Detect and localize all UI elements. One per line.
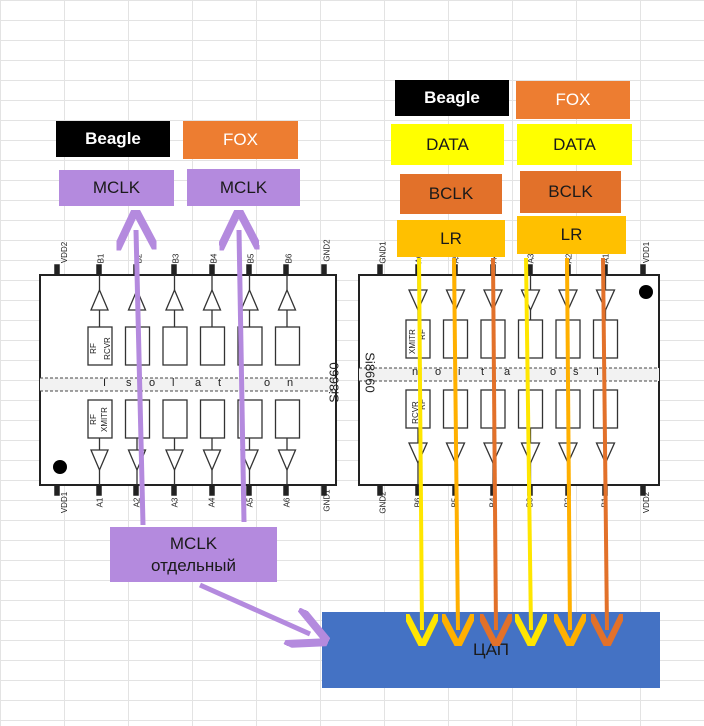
- right-fox-label: FOX: [516, 81, 630, 119]
- bclk-beagle-arrow: [493, 257, 496, 630]
- lr-fox-arrow: [567, 257, 570, 630]
- right-beagle-label: Beagle: [395, 80, 509, 116]
- mclk-beagle-arrow: [136, 230, 143, 526]
- right-isolator-chip: [358, 264, 660, 496]
- note-to-dac-arrow: [198, 582, 310, 634]
- left-mclk-fox: MCLK: [187, 169, 300, 206]
- right-bclk-beagle: BCLK: [400, 174, 502, 214]
- right-data-beagle: DATA: [391, 124, 504, 165]
- right-bclk-fox: BCLK: [520, 171, 621, 213]
- note-line-2: отдельный: [151, 555, 236, 575]
- right-lr-fox: LR: [517, 216, 626, 254]
- lr-beagle-arrow: [454, 257, 458, 630]
- left-fox-label: FOX: [183, 121, 298, 159]
- left-mclk-beagle: MCLK: [59, 170, 174, 206]
- note-line-1: MCLK: [169, 533, 218, 553]
- right-lr-beagle: LR: [397, 220, 505, 257]
- data-fox-arrow: [526, 257, 531, 630]
- right-data-fox: DATA: [517, 124, 632, 165]
- mclk-fox-arrow: [239, 230, 244, 523]
- data-beagle-arrow: [419, 257, 422, 630]
- bclk-fox-arrow: [603, 257, 607, 630]
- left-beagle-label: Beagle: [56, 121, 170, 157]
- mclk-separate-note: MCLK отдельный: [110, 527, 277, 582]
- left-isolator-chip: [39, 264, 337, 496]
